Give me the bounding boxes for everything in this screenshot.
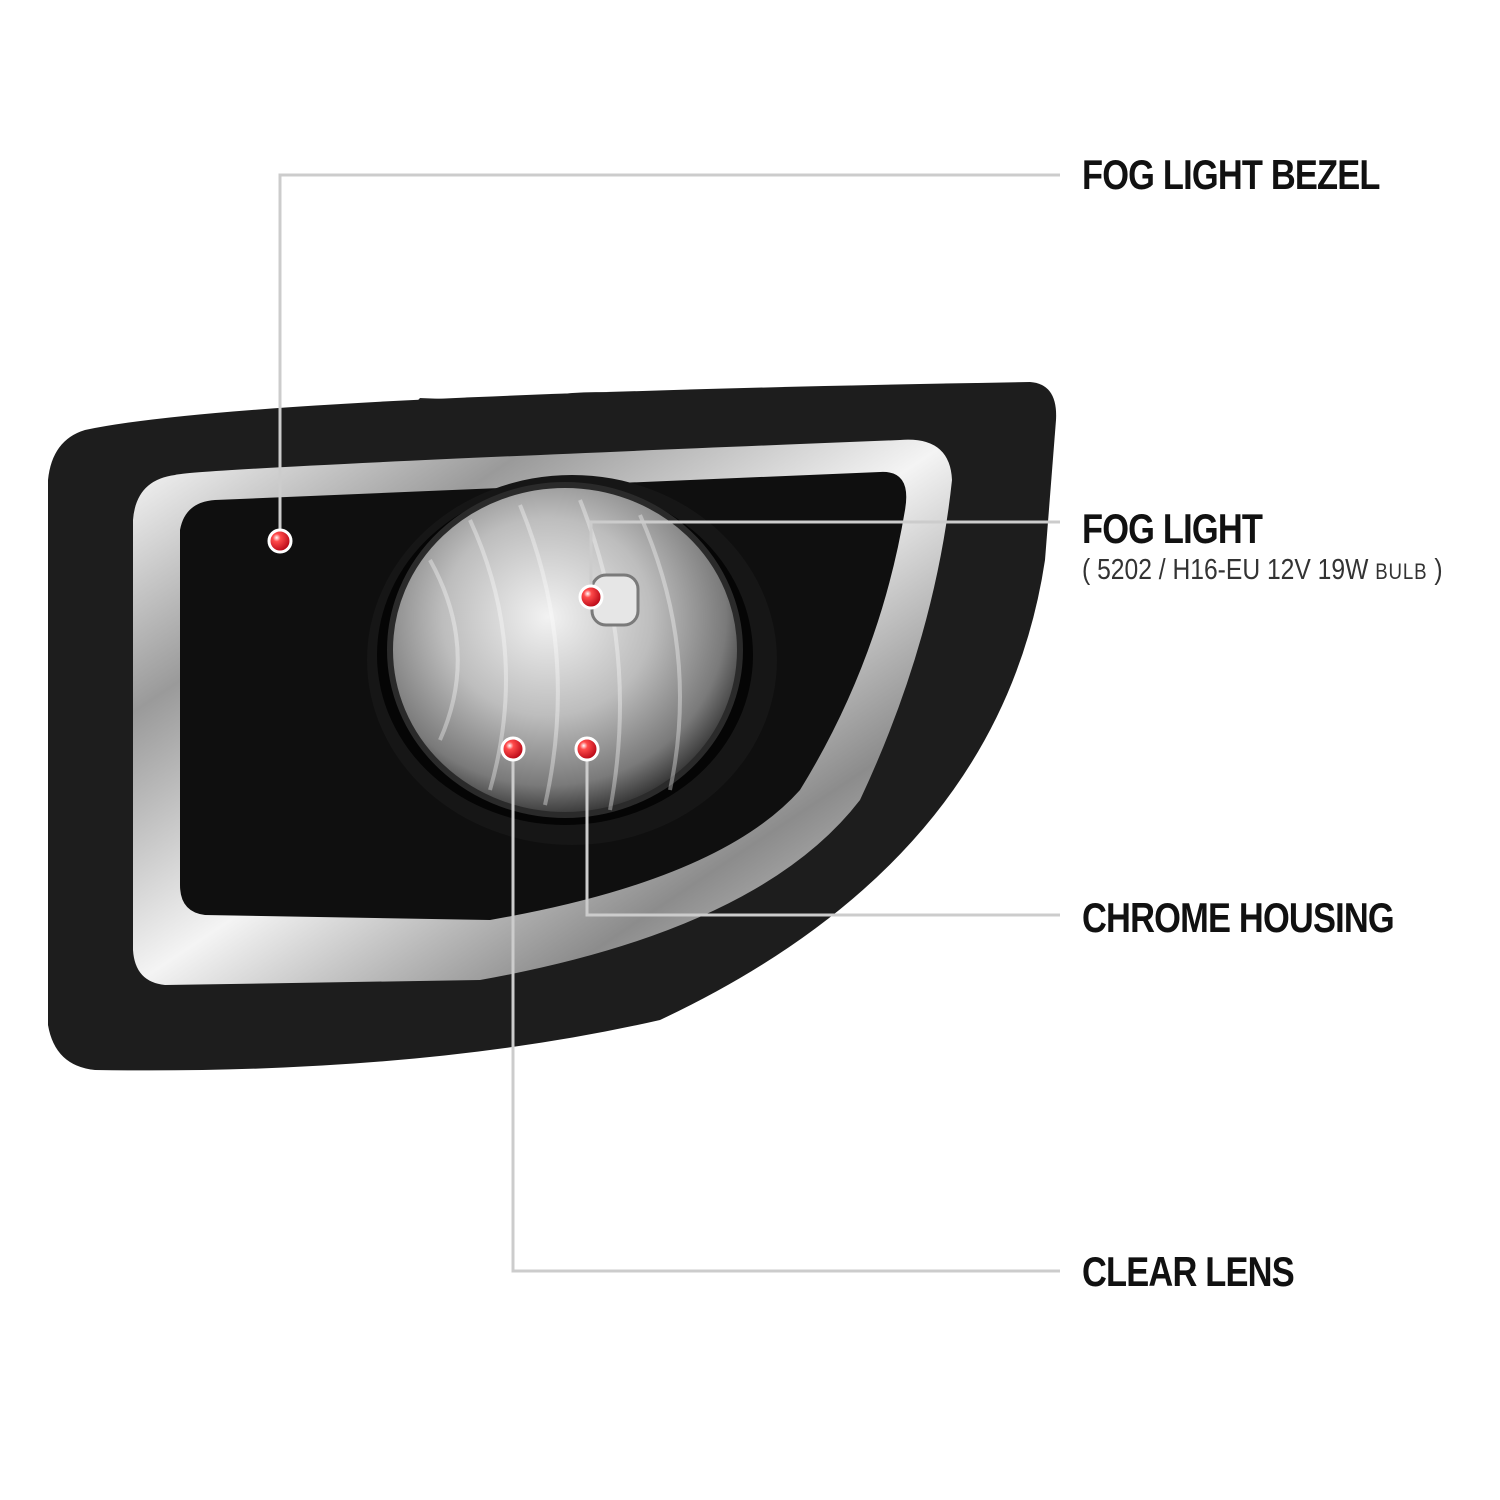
bulb-spec: 5202 / H16-EU 12V 19W: [1097, 554, 1369, 586]
leader-line-lens: [511, 749, 1060, 1273]
callout-fog-light-title: FOG LIGHT: [1082, 505, 1263, 552]
marker-bezel: [267, 528, 293, 554]
lens-facets: [428, 499, 682, 811]
callout-fog-light-spec-line: ( 5202 / H16-EU 12V 19W BULB ): [1082, 554, 1443, 588]
callout-lens-title: CLEAR LENS: [1082, 1248, 1295, 1295]
leader-lines: [278, 173, 1060, 1273]
open-paren: (: [1082, 554, 1091, 586]
marker-housing: [574, 736, 600, 762]
bulb-suffix: BULB: [1375, 559, 1428, 584]
leader-line-bezel: [278, 173, 1060, 541]
clear-lens: [387, 482, 743, 818]
callout-bezel-title: FOG LIGHT BEZEL: [1082, 151, 1380, 198]
close-paren: ): [1434, 554, 1443, 586]
leader-line-housing: [585, 749, 1060, 917]
markers: [267, 528, 604, 762]
leader-line-fog-light: [589, 520, 1060, 597]
callout-housing-title: CHROME HOUSING: [1082, 894, 1395, 941]
marker-fog-light: [578, 584, 604, 610]
marker-lens: [500, 736, 526, 762]
